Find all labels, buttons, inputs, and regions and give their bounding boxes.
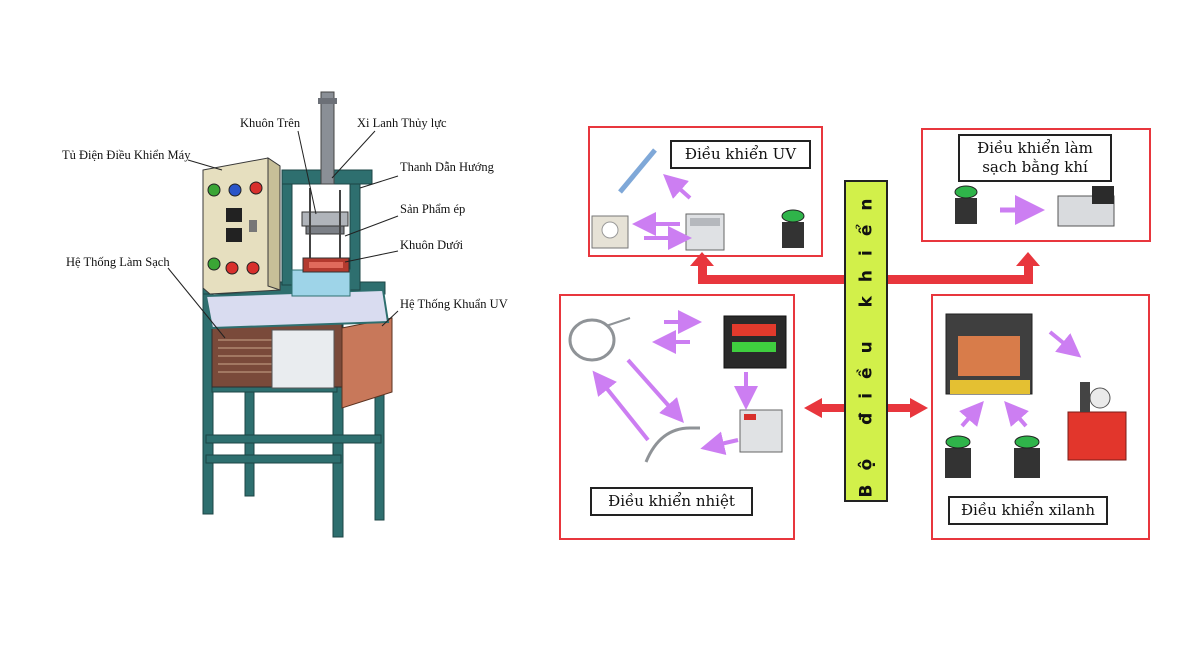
label-hydraulic-cylinder: Xi Lanh Thủy lực bbox=[357, 116, 447, 130]
control-cabinet bbox=[202, 157, 281, 295]
center-controller-label: Bộ điều khiển bbox=[856, 184, 877, 498]
red-arrows bbox=[690, 252, 1040, 418]
label-upper-mold: Khuôn Trên bbox=[240, 116, 301, 130]
air-clean-components bbox=[954, 185, 1115, 227]
label-control-cabinet: Tủ Điện Điều Khiển Máy bbox=[62, 148, 191, 162]
heater-icon bbox=[644, 426, 700, 463]
label-pressed-product: Sản Phẩm ép bbox=[400, 202, 466, 216]
heat-components bbox=[568, 315, 787, 463]
center-controller-bar: Bộ điều khiển bbox=[844, 180, 888, 502]
thermocouple-icon bbox=[568, 318, 616, 362]
label-cleaning-system: Hệ Thống Làm Sạch bbox=[66, 255, 170, 269]
heat-control-title: Điều khiển nhiệt bbox=[590, 487, 753, 516]
air-clean-control-title: Điều khiển làm sạch bằng khí bbox=[958, 134, 1112, 182]
label-uv-system: Hệ Thống Khuẩn UV bbox=[400, 297, 508, 311]
clean-button-icon bbox=[955, 198, 977, 224]
hydraulic-cylinder bbox=[320, 91, 335, 185]
uv-control-title: Điều khiển UV bbox=[670, 140, 811, 169]
uv-panel bbox=[291, 269, 351, 297]
air-clean-title-line-2: sạch bằng khí bbox=[982, 158, 1088, 176]
air-clean-title-line-1: Điều khiển làm bbox=[977, 139, 1093, 157]
label-guide-bar: Thanh Dẫn Hướng bbox=[400, 160, 494, 174]
label-lower-mold: Khuôn Dưới bbox=[400, 238, 464, 252]
cylinder-button-2-icon bbox=[1014, 448, 1040, 478]
cylinder-control-title: Điều khiển xilanh bbox=[948, 496, 1108, 525]
hydraulic-pump-icon bbox=[1067, 411, 1127, 461]
push-button-icon bbox=[782, 222, 804, 248]
uv-lamp-icon bbox=[618, 148, 657, 194]
cylinder-components bbox=[945, 313, 1127, 478]
cylinder-button-1-icon bbox=[945, 448, 971, 478]
